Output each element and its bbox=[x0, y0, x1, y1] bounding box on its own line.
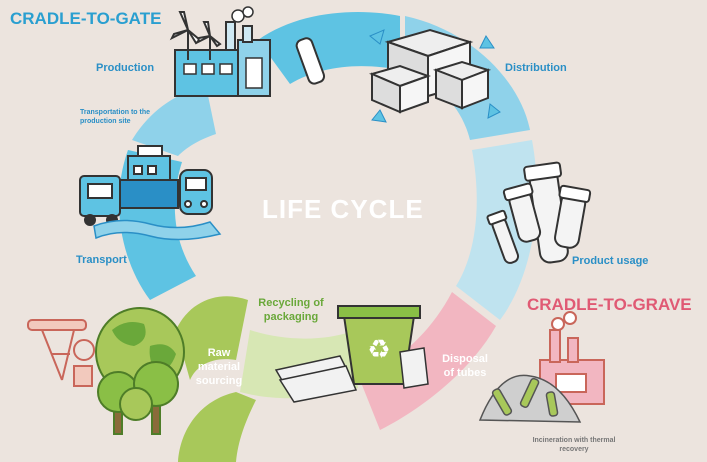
water-icon bbox=[93, 219, 222, 241]
label-production: Production bbox=[96, 62, 155, 74]
boxes-icon bbox=[369, 28, 492, 114]
tube-pile-icon bbox=[478, 374, 582, 423]
label-distribution: Distribution bbox=[505, 62, 567, 74]
label-product-usage: Product usage bbox=[572, 255, 649, 267]
heading-cradle-to-grave: CRADLE-TO-GRAVE bbox=[527, 295, 692, 314]
paper-pile-icon bbox=[274, 347, 429, 403]
heading-cradle-to-gate: CRADLE-TO-GATE bbox=[10, 9, 162, 28]
trees-icon bbox=[97, 361, 179, 435]
arrow-production-to-distribution bbox=[258, 11, 400, 84]
label-disposal: Disposal of tubes bbox=[442, 353, 488, 379]
label-recycling: Recycling of packaging bbox=[258, 297, 324, 323]
oil-pump-icon bbox=[27, 319, 95, 387]
arrow-disposal bbox=[360, 292, 496, 430]
label-raw-material: Raw material sourcing bbox=[195, 347, 243, 387]
svg-text:♻: ♻ bbox=[367, 335, 390, 365]
train-icon bbox=[179, 169, 213, 215]
arrow-raw-material-2 bbox=[176, 296, 248, 380]
arrow-raw-material bbox=[178, 392, 256, 462]
label-transport-to-site: Transportation to the production site bbox=[80, 109, 150, 125]
factory-icon bbox=[174, 6, 271, 97]
center-title: LIFE CYCLE bbox=[262, 194, 424, 224]
ship-icon bbox=[119, 145, 179, 209]
direction-arrows-icon bbox=[369, 29, 501, 123]
label-transport: Transport bbox=[76, 254, 127, 266]
tube-icon-small bbox=[295, 37, 326, 85]
incinerator-icon bbox=[539, 311, 605, 405]
label-incineration: Incineration with thermal recovery bbox=[532, 437, 616, 453]
tubes-icon bbox=[486, 161, 592, 264]
truck-icon bbox=[79, 175, 121, 226]
arrow-transport-to-production bbox=[132, 86, 216, 156]
wind-turbine-icon bbox=[169, 11, 222, 60]
